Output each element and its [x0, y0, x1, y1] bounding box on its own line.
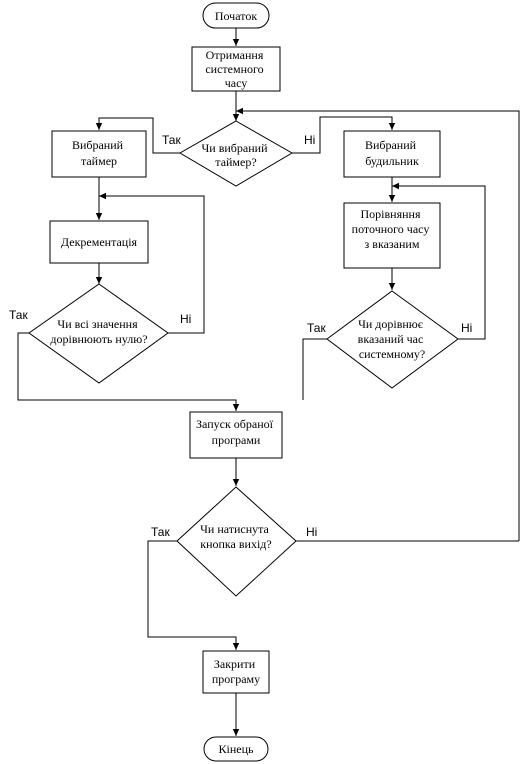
timer-node-line-2: таймер: [81, 154, 117, 168]
svg-text:Вибраний будильник: Вибраний будильник: [365, 138, 419, 168]
exit-no-label: Ні: [306, 525, 317, 539]
edge-equals-no-loop: [392, 182, 486, 340]
alarm-selected-node: Вибраний будильник: [343, 130, 441, 178]
alarm-node-line-1: Вибраний: [365, 138, 417, 152]
decrement-node: Декрементація: [49, 220, 149, 264]
start-label: Початок: [215, 9, 257, 23]
compare-node: Порівняння поточного часу з вказаним: [343, 202, 441, 269]
edge-zero-yes-to-launch: [17, 332, 240, 411]
equals-no-label: Ні: [461, 321, 472, 335]
start-node: Початок: [202, 2, 270, 29]
close-line-2: програму: [212, 672, 260, 686]
compare-line-1: Порівняння: [361, 207, 421, 221]
svg-text:Закрити програму: Закрити програму: [212, 657, 260, 686]
svg-text:Чи вибраний таймер?: Чи вибраний таймер?: [201, 141, 270, 169]
timer-selected-decision: Чи вибраний таймер?: [179, 120, 293, 187]
zero-no-label: Ні: [180, 312, 191, 326]
edge-loop-return: [236, 107, 520, 541]
end-node: Кінець: [203, 736, 269, 762]
equals-question-line-2: вказаний час: [358, 332, 424, 346]
timer-question-line-2: таймер?: [215, 155, 256, 169]
end-label: Кінець: [219, 742, 255, 756]
exit-question-line-2: кнопка вихід?: [200, 537, 272, 551]
zero-question-line-2: дорівнюють нулю?: [50, 332, 147, 346]
svg-text:Чи дорівнює вказаний час: Чи дорівнює вказаний час системному?: [358, 317, 427, 361]
alarm-node-line-2: будильник: [365, 154, 419, 168]
svg-text:Порівняння поточного час: Порівняння поточного часу з вказаним: [352, 207, 433, 251]
timer-node-line-1: Вибраний: [72, 138, 124, 152]
exit-question-line-1: Чи натиснута: [200, 522, 269, 536]
get-time-line-2: системного: [205, 62, 263, 76]
get-time-line-3: часу: [225, 76, 248, 90]
get-time-node: Отримання системного часу: [191, 46, 281, 92]
timer-question-line-1: Чи вибраний: [201, 141, 268, 155]
svg-text:Запуск обраної програми: Запуск обраної програми: [196, 417, 276, 447]
compare-line-2: поточного часу: [352, 222, 430, 236]
zero-question-line-1: Чи всі значення: [57, 317, 138, 331]
all-zero-decision: Чи всі значення дорівнюють нулю?: [28, 283, 169, 384]
svg-text:Вибраний таймер: Вибраний таймер: [72, 138, 126, 168]
close-node: Закрити програму: [202, 650, 270, 694]
svg-text:Чи всі значення дорівнюю: Чи всі значення дорівнюють нулю?: [50, 317, 147, 346]
timer-no-label: Ні: [304, 133, 315, 147]
connectors: [17, 28, 520, 736]
equals-yes-label: Так: [307, 321, 326, 335]
launch-node: Запуск обраної програми: [189, 411, 283, 459]
edge-zero-no-loop: [99, 192, 205, 334]
svg-text:Чи натиснута кнопка вихі: Чи натиснута кнопка вихід?: [200, 522, 272, 551]
branch-labels: Так Ні Так Ні Так Ні Так Ні: [9, 133, 472, 539]
zero-yes-label: Так: [9, 308, 28, 322]
decrement-label: Декрементація: [61, 235, 138, 249]
launch-line-2: програми: [212, 433, 261, 447]
timer-selected-node: Вибраний таймер: [51, 130, 147, 178]
launch-line-1: Запуск обраної: [196, 417, 274, 431]
equals-question-line-1: Чи дорівнює: [358, 317, 423, 331]
close-line-1: Закрити: [214, 657, 256, 671]
edge-question-yes-to-timer: [95, 117, 180, 154]
edge-equals-yes-to-launch: [302, 338, 327, 400]
edge-question-no-to-alarm: [292, 116, 396, 154]
exit-pressed-decision: Чи натиснута кнопка вихід?: [176, 486, 297, 597]
get-time-line-1: Отримання: [206, 48, 264, 62]
equals-question-line-3: системному?: [359, 347, 425, 361]
exit-yes-label: Так: [151, 525, 170, 539]
timer-yes-label: Так: [162, 133, 181, 147]
compare-line-3: з вказаним: [365, 237, 420, 251]
equals-decision: Чи дорівнює вказаний час системному?: [326, 290, 459, 389]
edge-exit-yes-to-close: [147, 540, 240, 650]
svg-text:Отримання системного: Отримання системного часу: [205, 48, 266, 90]
